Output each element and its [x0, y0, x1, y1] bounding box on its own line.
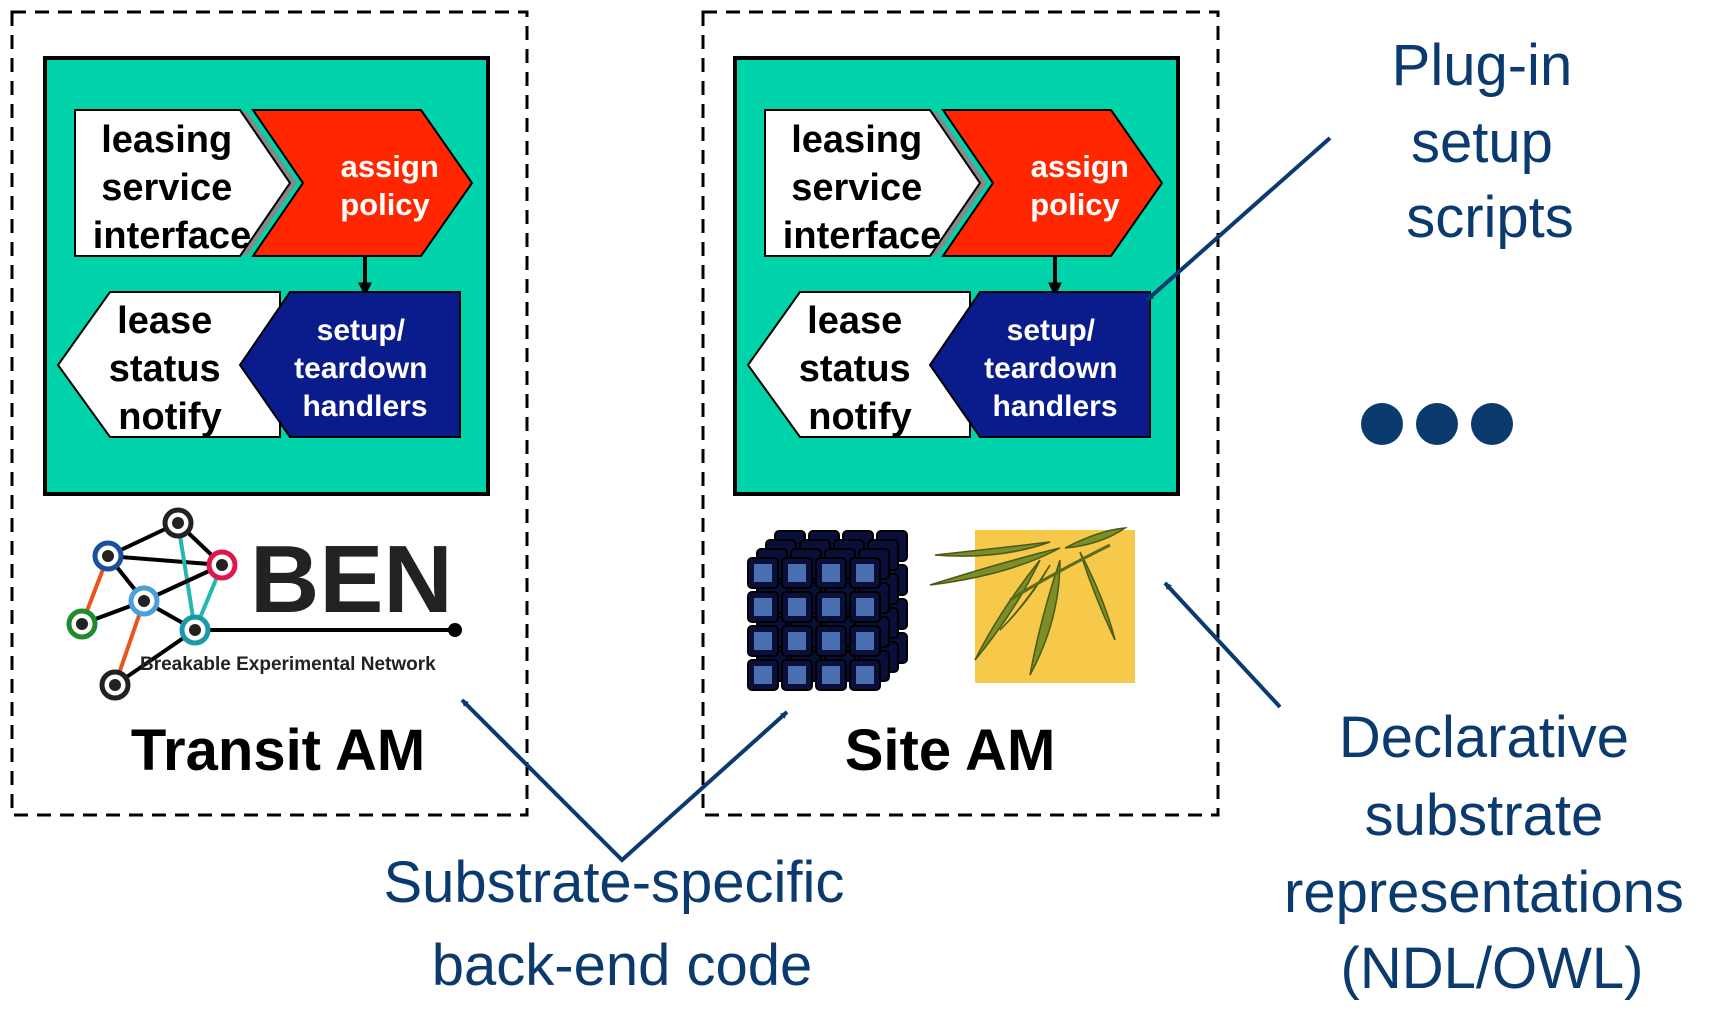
site-am-box: leasing service interface assign policy …	[701, 10, 1220, 817]
site-am-title: Site AM	[845, 718, 1056, 783]
transit-leasing-line1: leasing	[101, 119, 232, 161]
svg-text:leasing service in: leasing service interface	[783, 119, 941, 257]
site-handlers-line2: teardown	[984, 352, 1117, 385]
transit-leasing-line3: interface	[93, 215, 251, 257]
transit-leasing-line2: service	[101, 167, 232, 209]
site-leasing-interface	[764, 109, 982, 257]
site-lease-line1: lease	[807, 300, 902, 342]
declarative-arrow	[1163, 581, 1282, 709]
server-cube-icon	[747, 530, 908, 691]
backend-label-line1: Substrate-specific	[383, 850, 844, 915]
ben-logo-subtitle: Breakable Experimental Network	[140, 654, 436, 675]
site-lease-status	[746, 291, 971, 438]
declarative-label-line4: (NDL/OWL)	[1341, 936, 1644, 1001]
svg-text:Substrate-specific back-en: Substrate-specific back-end code	[383, 850, 860, 998]
transit-assign-line1: assign	[341, 149, 439, 184]
plugin-label-line2: setup	[1411, 110, 1553, 175]
transit-handlers	[238, 291, 461, 438]
svg-text:lease status notif: lease status notify	[799, 300, 921, 438]
svg-text:lease status notif: lease status notify	[109, 300, 231, 438]
declarative-label-line1: Declarative	[1339, 705, 1629, 770]
svg-text:setup/ teardown ha: setup/ teardown handlers	[294, 314, 436, 423]
site-lease-line3: notify	[808, 396, 911, 438]
ben-logo-text: BEN	[250, 526, 453, 633]
site-assign-line2: policy	[1030, 187, 1120, 222]
svg-text:assign policy: assign policy	[1030, 149, 1137, 222]
svg-text:Declarative substrate: Declarative substrate representations (N…	[1284, 705, 1700, 1001]
svg-text:Plug-in setup scripts: Plug-in setup scripts	[1392, 33, 1589, 250]
plugin-arrow	[1145, 136, 1332, 302]
transit-lease-status	[56, 291, 281, 438]
transit-lease-line3: notify	[118, 396, 221, 438]
network-nodes	[66, 507, 238, 701]
backend-label-line2: back-end code	[432, 933, 812, 998]
transit-assign-line2: policy	[340, 187, 430, 222]
transit-handlers-line1: setup/	[317, 314, 406, 347]
transit-am-title: Transit AM	[131, 718, 425, 783]
transit-am-box: leasing service interface assign policy …	[10, 10, 529, 817]
svg-text:assign policy: assign policy	[340, 149, 447, 222]
declarative-label-line2: substrate	[1365, 783, 1604, 848]
transit-handlers-line3: handlers	[302, 390, 427, 423]
ellipsis-icon	[1361, 403, 1513, 445]
svg-text:setup/ teardown ha: setup/ teardown handlers	[984, 314, 1126, 423]
site-handlers	[928, 291, 1151, 438]
transit-handlers-line2: teardown	[294, 352, 427, 385]
site-handlers-line1: setup/	[1007, 314, 1096, 347]
declarative-label-line3: representations	[1284, 860, 1684, 925]
bamboo-logo-icon	[929, 527, 1135, 683]
transit-lease-line1: lease	[117, 300, 212, 342]
transit-assign-policy	[251, 109, 474, 257]
transit-leasing-interface	[74, 109, 292, 257]
site-leasing-line1: leasing	[791, 119, 922, 161]
site-handlers-line3: handlers	[992, 390, 1117, 423]
backend-arrows	[460, 698, 789, 863]
svg-text:leasing service in: leasing service interface	[93, 119, 251, 257]
site-lease-line2: status	[799, 348, 911, 390]
transit-lease-line2: status	[109, 348, 221, 390]
site-assign-line1: assign	[1031, 149, 1129, 184]
plugin-label-line3: scripts	[1406, 185, 1574, 250]
site-assign-policy	[941, 109, 1164, 257]
site-leasing-line3: interface	[783, 215, 941, 257]
site-leasing-line2: service	[791, 167, 922, 209]
plugin-label-line1: Plug-in	[1392, 33, 1573, 98]
